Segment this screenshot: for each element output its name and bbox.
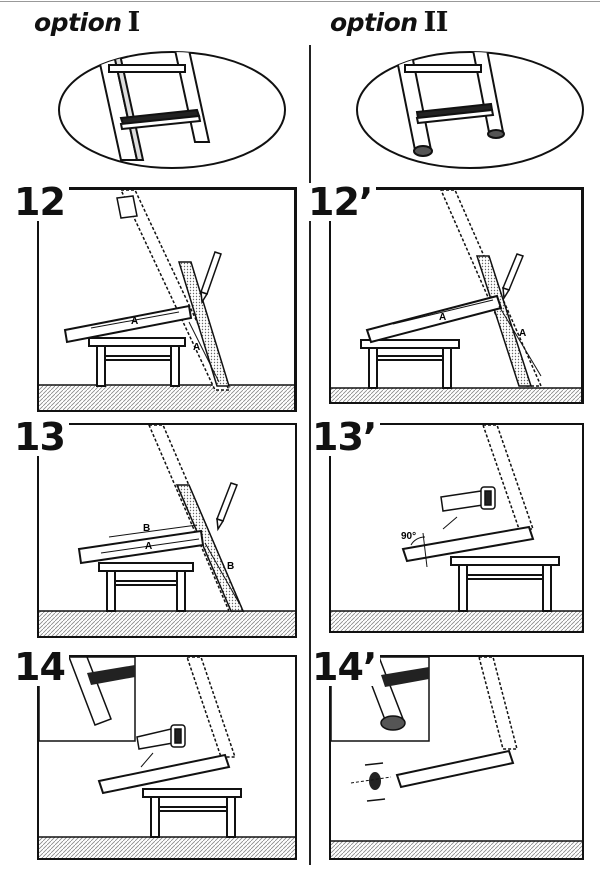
stool	[142, 788, 242, 838]
step-14-illustration	[39, 657, 295, 858]
dimension-a-horizontal: A	[145, 541, 152, 552]
step-13-number: 13	[14, 418, 69, 456]
dimension-a-vertical: A	[519, 328, 526, 339]
saw-icon	[136, 724, 186, 750]
dimension-a-horizontal: A	[131, 316, 138, 327]
step-12-panel: A A	[37, 187, 297, 412]
pencil-icon	[216, 482, 238, 532]
step-13b-illustration: 90°	[331, 425, 582, 631]
step-12-number: 12	[14, 183, 69, 221]
saw-icon	[440, 486, 496, 512]
option-1-label: option	[34, 8, 122, 37]
ladder-rail	[482, 425, 535, 530]
plank	[97, 753, 231, 795]
stool	[360, 339, 460, 389]
ladder-rail	[440, 190, 543, 387]
step-14-panel	[37, 655, 297, 860]
dimension-a-horizontal: A	[439, 312, 446, 323]
plank	[395, 749, 515, 789]
end-cap-icon	[350, 762, 392, 802]
pencil-icon	[502, 253, 524, 301]
step-12-illustration: A A	[39, 190, 294, 410]
dimension-b-vertical: B	[227, 561, 234, 572]
step-14b-panel	[329, 655, 584, 860]
plank	[401, 525, 535, 563]
step-13-panel: B A B	[37, 423, 297, 638]
plank	[63, 304, 193, 344]
step-12b-number: 12’	[308, 183, 377, 221]
step-12b-illustration: A A	[331, 190, 581, 402]
top-rule	[0, 1, 600, 2]
ladder-rail	[148, 425, 245, 612]
column-divider	[309, 45, 311, 865]
ladder-rail	[478, 657, 518, 750]
angle-90-label: 90°	[401, 531, 416, 542]
option-1-numeral: I	[127, 7, 141, 38]
stool	[450, 556, 560, 612]
floor	[39, 385, 294, 410]
step-13b-number: 13’	[312, 418, 381, 456]
option-2-detail-oval	[356, 51, 584, 169]
stool	[98, 562, 194, 612]
step-12b-panel: A A	[329, 187, 584, 404]
ladder-rail	[186, 657, 237, 758]
dimension-b-horizontal: B	[143, 523, 150, 534]
ladder-rail	[116, 190, 231, 391]
step-14-number: 14	[14, 648, 69, 686]
cut-line	[422, 532, 428, 568]
option-1-detail-oval	[58, 51, 286, 169]
option-2-numeral: II	[423, 7, 449, 38]
step-13b-panel: 90°	[329, 423, 584, 633]
stool	[88, 337, 186, 387]
step-14b-number: 14’	[312, 648, 381, 686]
pencil-icon	[200, 251, 222, 305]
option-2-label: option	[330, 8, 418, 37]
plank	[365, 294, 503, 344]
dimension-a-vertical: A	[193, 342, 200, 353]
step-13-illustration: B A B	[39, 425, 295, 636]
